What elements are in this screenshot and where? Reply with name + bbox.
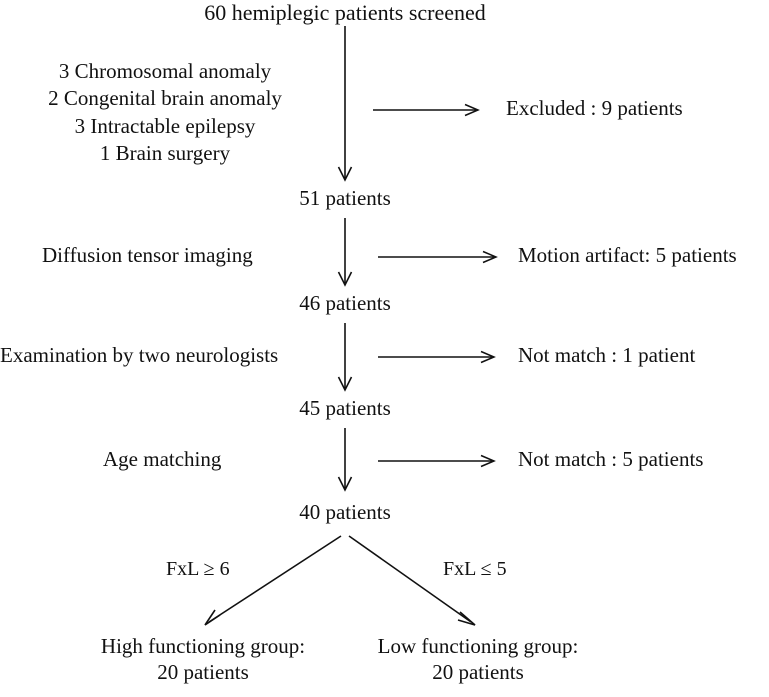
exclusion-reason-item: 3 Chromosomal anomaly [58,59,272,83]
terminal-group-high-functioning: High functioning group: 20 patients [101,633,305,686]
split-line-low [348,535,472,623]
node-46-patients: 46 patients [299,291,391,315]
arrowhead-motion [482,250,498,264]
arrowhead-45-to-40 [337,476,353,492]
terminal-group-low-label: Low functioning group: [377,634,579,658]
exclusion-reason-item: 2 Congenital brain anomaly [48,86,282,111]
arrowhead-46-to-45 [337,376,353,392]
exclusion-reason-list: 3 Chromosomal anomaly 2 Congenital brain… [48,58,282,167]
process-label-diffusion-tensor-imaging: Diffusion tensor imaging [42,243,253,267]
arrowhead-excluded [464,103,480,117]
arrowhead-screened-to-51 [337,166,353,182]
arrowhead-notmatch1 [480,350,496,364]
arrowhead-high [204,609,221,626]
exclusion-outcome-not-match-1: Not match : 1 patient [518,343,696,367]
page-title: 60 hemiplegic patients screened [204,0,486,25]
node-40-patients: 40 patients [299,500,391,524]
terminal-group-low-count: 20 patients [432,660,524,685]
exclusion-outcome-excluded: Excluded : 9 patients [506,96,683,120]
exclusion-reason-item: 1 Brain surgery [99,140,231,165]
node-51-patients: 51 patients [299,186,391,210]
branch-criterion-high: FxL ≥ 6 [166,558,230,580]
exclusion-outcome-not-match-5: Not match : 5 patients [518,447,704,471]
branch-criterion-low: FxL ≤ 5 [443,558,507,580]
exclusion-reason-item: 3 Intractable epilepsy [74,113,256,138]
split-line-high [208,535,342,623]
node-45-patients: 45 patients [299,396,391,420]
arrowhead-low [457,611,476,626]
process-label-age-matching: Age matching [103,447,222,471]
process-label-examination-by-neurologists: Examination by two neurologists [0,343,279,367]
terminal-group-low-functioning: Low functioning group: 20 patients [378,633,579,686]
terminal-group-high-label: High functioning group: [100,634,306,658]
exclusion-outcome-motion-artifact: Motion artifact: 5 patients [518,243,737,267]
terminal-group-high-count: 20 patients [157,660,249,685]
arrowhead-51-to-46 [337,271,353,287]
arrowhead-notmatch5 [480,454,496,468]
